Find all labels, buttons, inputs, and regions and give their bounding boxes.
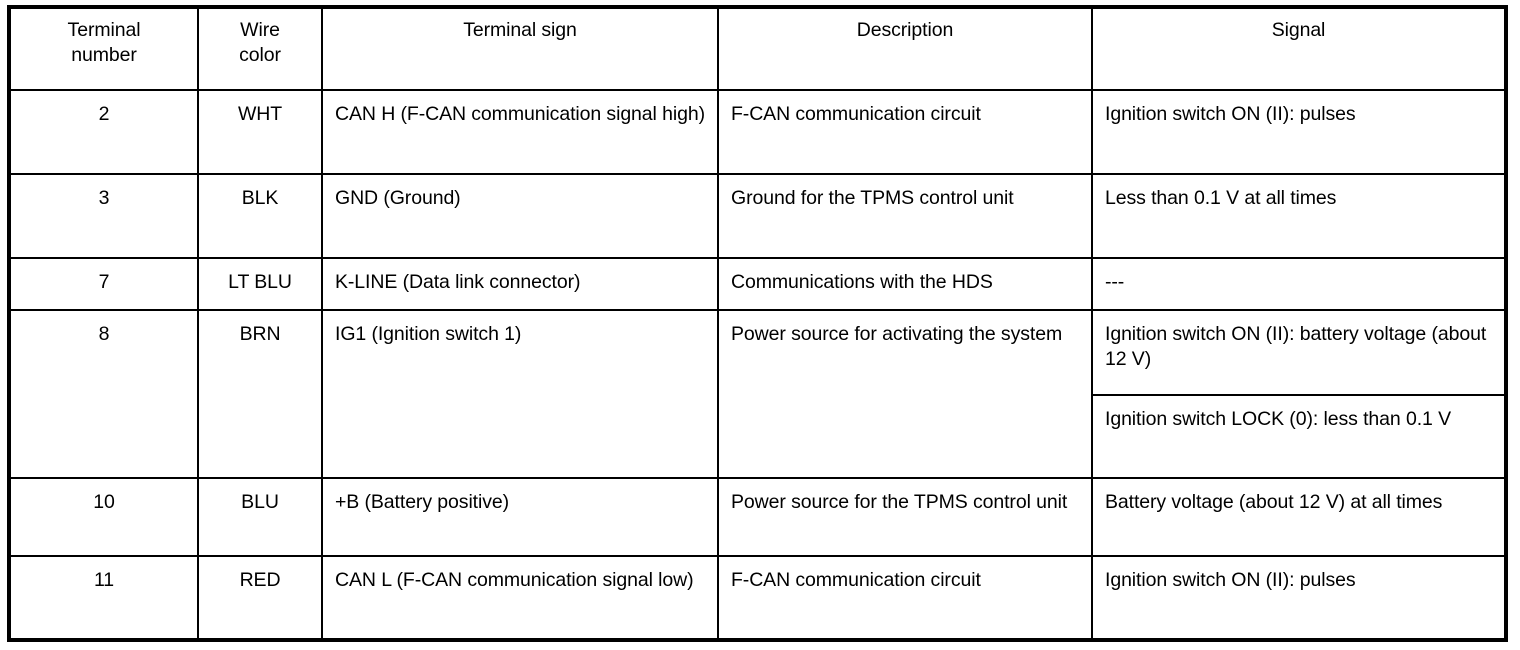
cell-terminal-number: 2: [8, 89, 199, 175]
cell-terminal-sign: K-LINE (Data link connector): [321, 257, 719, 311]
table-row: 8 BRN IG1 (Ignition switch 1) Power sour…: [8, 309, 1507, 479]
column-header-terminal-number-line1: Terminal: [67, 19, 141, 41]
cell-wire-color: BLU: [197, 477, 323, 557]
cell-description: F-CAN communication circuit: [717, 555, 1093, 641]
column-header-wire-color-line1: Wire: [240, 19, 280, 41]
signal-subrow: Ignition switch ON (II): battery voltage…: [1093, 311, 1504, 396]
cell-signal-condition-on: Ignition switch ON (II): battery voltage…: [1093, 311, 1504, 396]
cell-terminal-sign: CAN H (F-CAN communication signal high): [321, 89, 719, 175]
cell-signal-group: Ignition switch ON (II): battery voltage…: [1091, 309, 1507, 479]
column-header-signal: Signal: [1091, 6, 1507, 91]
cell-signal: Less than 0.1 V at all times: [1091, 173, 1507, 259]
tpms-terminal-table: Terminal number Wire color Terminal sign…: [7, 5, 1508, 642]
cell-wire-color: RED: [197, 555, 323, 641]
cell-terminal-number: 10: [8, 477, 199, 557]
cell-signal: Ignition switch ON (II): pulses: [1091, 555, 1507, 641]
cell-terminal-number: 8: [8, 309, 199, 479]
table-row: 7 LT BLU K-LINE (Data link connector) Co…: [8, 257, 1507, 311]
cell-terminal-sign: +B (Battery positive): [321, 477, 719, 557]
cell-terminal-number: 7: [8, 257, 199, 311]
cell-description: Communications with the HDS: [717, 257, 1093, 311]
column-header-wire-color-line2: color: [239, 44, 281, 66]
table-header: Terminal number Wire color Terminal sign…: [8, 6, 1507, 91]
cell-wire-color: BRN: [197, 309, 323, 479]
terminal-table-container: Terminal number Wire color Terminal sign…: [7, 5, 1508, 642]
cell-signal-condition-lock: Ignition switch LOCK (0): less than 0.1 …: [1105, 408, 1451, 430]
table-row: 2 WHT CAN H (F-CAN communication signal …: [8, 89, 1507, 175]
cell-wire-color: LT BLU: [197, 257, 323, 311]
signal-subrow: Ignition switch LOCK (0): less than 0.1 …: [1093, 395, 1504, 477]
cell-description: Ground for the TPMS control unit: [717, 173, 1093, 259]
column-header-terminal-number: Terminal number: [8, 6, 199, 91]
cell-description: Power source for the TPMS control unit: [717, 477, 1093, 557]
column-header-terminal-number-line2: number: [71, 44, 137, 66]
column-header-description: Description: [717, 6, 1093, 91]
column-header-terminal-sign: Terminal sign: [321, 6, 719, 91]
cell-terminal-number: 11: [8, 555, 199, 641]
cell-signal: Battery voltage (about 12 V) at all time…: [1091, 477, 1507, 557]
header-row: Terminal number Wire color Terminal sign…: [8, 6, 1507, 91]
cell-description: Power source for activating the system: [717, 309, 1093, 479]
cell-terminal-sign: CAN L (F-CAN communication signal low): [321, 555, 719, 641]
signal-subtable: Ignition switch ON (II): battery voltage…: [1093, 311, 1504, 477]
cell-terminal-sign: GND (Ground): [321, 173, 719, 259]
cell-wire-color: BLK: [197, 173, 323, 259]
cell-signal: ---: [1091, 257, 1507, 311]
column-header-wire-color: Wire color: [197, 6, 323, 91]
table-body: 2 WHT CAN H (F-CAN communication signal …: [8, 89, 1507, 641]
cell-wire-color: WHT: [197, 89, 323, 175]
cell-terminal-number: 3: [8, 173, 199, 259]
cell-description: F-CAN communication circuit: [717, 89, 1093, 175]
cell-terminal-sign: IG1 (Ignition switch 1): [321, 309, 719, 479]
table-row: 3 BLK GND (Ground) Ground for the TPMS c…: [8, 173, 1507, 259]
cell-signal: Ignition switch ON (II): pulses: [1091, 89, 1507, 175]
table-row: 10 BLU +B (Battery positive) Power sourc…: [8, 477, 1507, 557]
table-row: 11 RED CAN L (F-CAN communication signal…: [8, 555, 1507, 641]
